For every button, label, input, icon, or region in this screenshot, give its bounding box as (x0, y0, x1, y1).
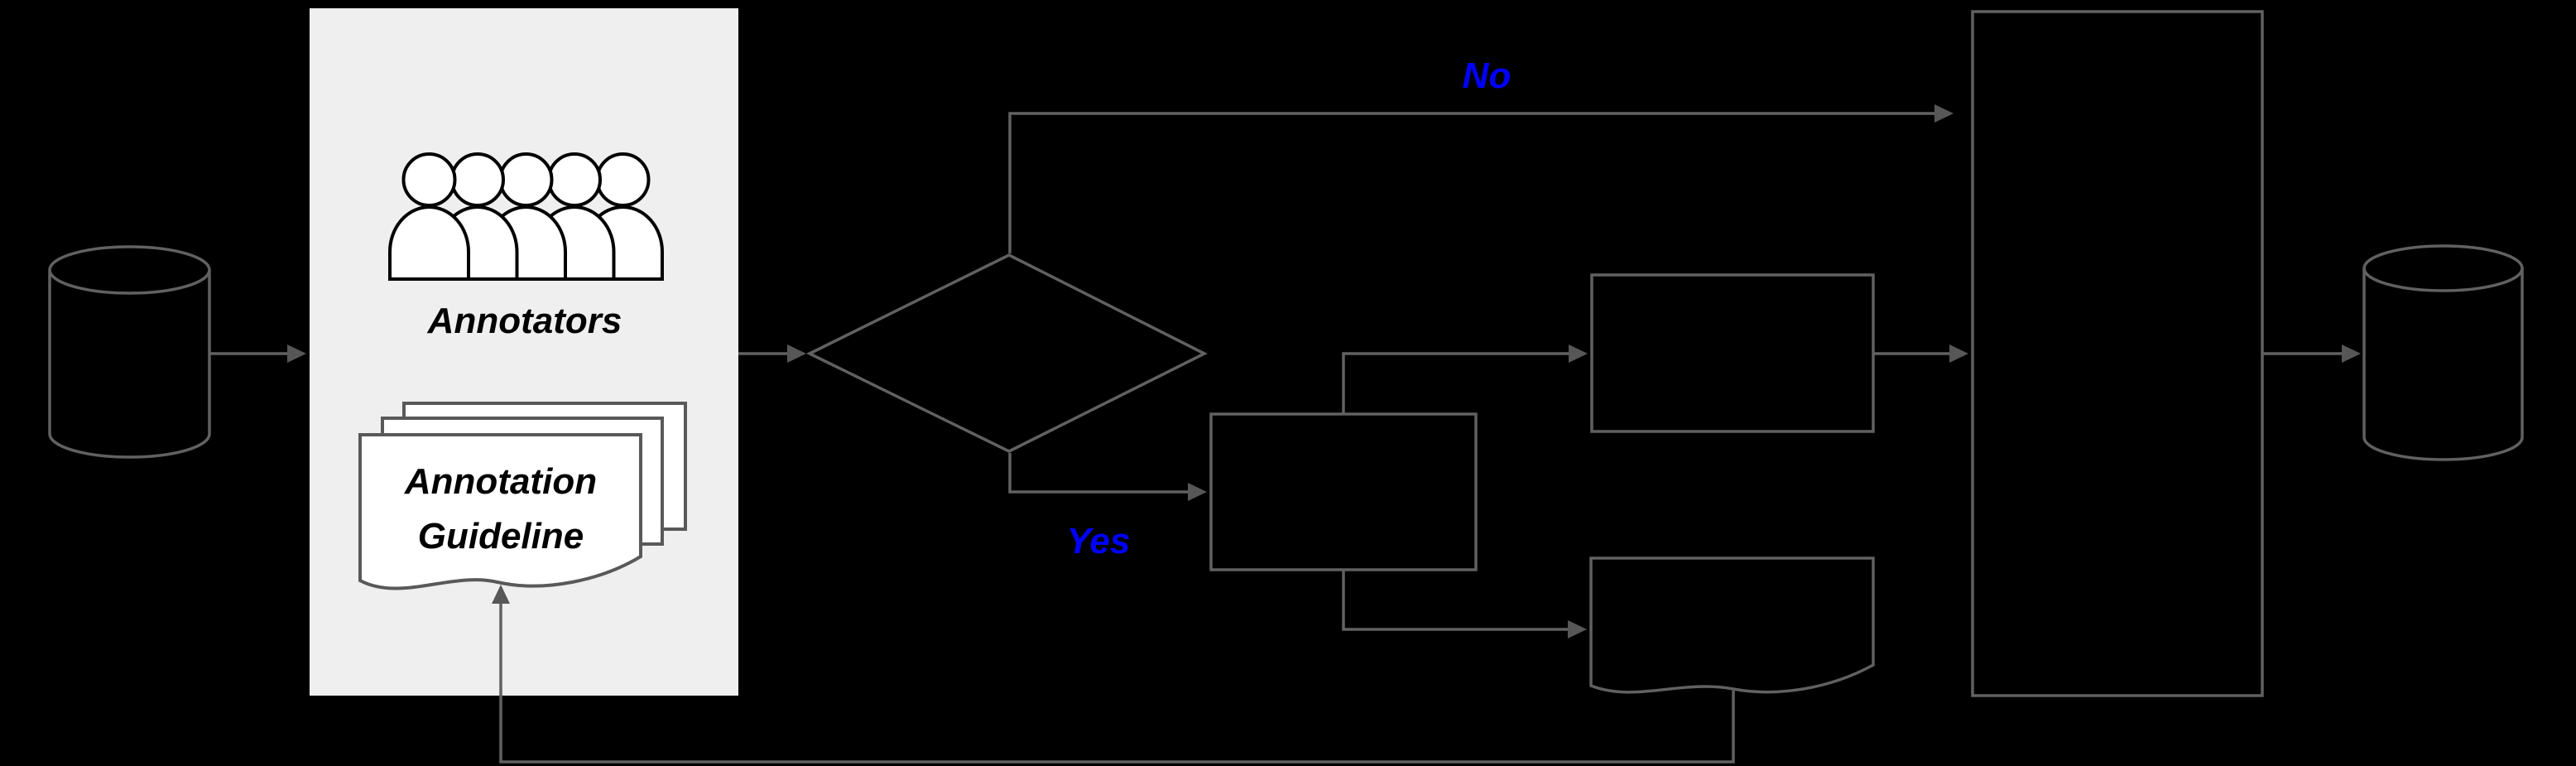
connector-to-document (1342, 570, 1587, 638)
annotators-label: Annotators (427, 301, 622, 341)
yes-branch-label: Yes (1067, 521, 1131, 561)
person-icon (388, 152, 470, 281)
guideline-label-line1: Annotation (404, 461, 597, 502)
input-database-icon (48, 245, 211, 459)
collector-box (1971, 10, 2264, 697)
database-body (48, 270, 211, 459)
database-body (2362, 268, 2524, 461)
connector-no-branch (1008, 104, 1954, 253)
stack-page-front (358, 433, 642, 590)
no-branch-label: No (1463, 55, 1511, 96)
database-top (2362, 244, 2524, 292)
feedback-loop-connector (492, 585, 1735, 764)
decision-diamond (806, 253, 1208, 453)
connector-to-upper-process (1342, 344, 1588, 414)
annotators-group-icon (388, 152, 664, 281)
person-icon (436, 152, 519, 281)
process-box-yes (1209, 412, 1478, 571)
output-database-icon (2362, 244, 2524, 461)
process-box-upper (1590, 273, 1875, 433)
connector-yes-branch (1008, 453, 1207, 501)
database-top (48, 245, 211, 295)
document-output-shape (1589, 556, 1875, 694)
guideline-label-line2: Guideline (418, 516, 584, 556)
annotators-panel (310, 8, 738, 696)
document-stack-icon (358, 402, 687, 590)
